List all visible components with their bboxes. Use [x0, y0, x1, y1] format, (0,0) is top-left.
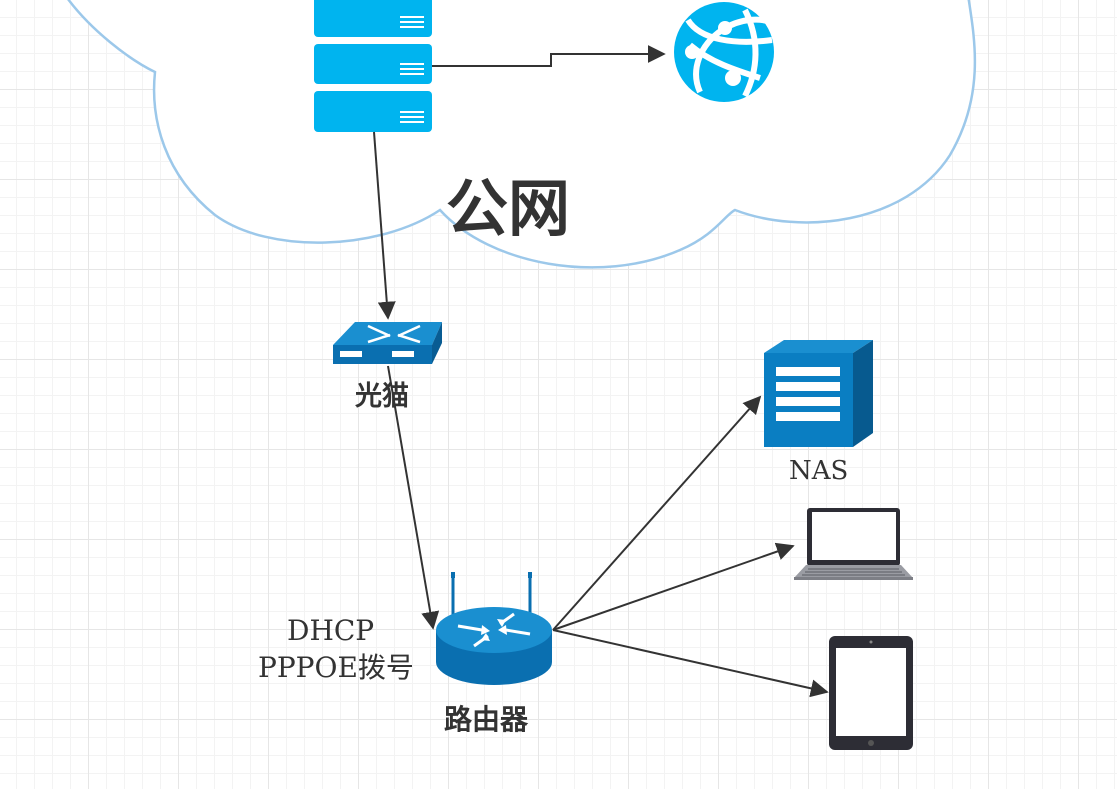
edges	[373, 45, 829, 698]
edge-server-modem	[373, 131, 396, 320]
nas-label: NAS	[789, 456, 849, 486]
router-note-dhcp: DHCP	[287, 614, 375, 647]
laptop-icon	[794, 508, 913, 580]
nas-server-icon	[764, 340, 873, 447]
switch-icon	[333, 322, 442, 364]
edge-router-tablet	[552, 629, 829, 698]
tablet-icon	[829, 636, 913, 750]
modem-label: 光猫	[355, 381, 409, 412]
edge-router-nas	[552, 395, 762, 631]
cloud-label: 公网	[446, 172, 571, 245]
edge-router-laptop	[552, 542, 795, 631]
globe-icon	[674, 2, 774, 102]
router-note-pppoe: PPPOE拨号	[258, 651, 414, 684]
edge-server-internet	[432, 45, 666, 67]
router-label: 路由器	[444, 703, 529, 736]
server-stack-icon	[314, 0, 432, 132]
router-icon	[436, 572, 552, 685]
edge-modem-router	[387, 365, 440, 630]
